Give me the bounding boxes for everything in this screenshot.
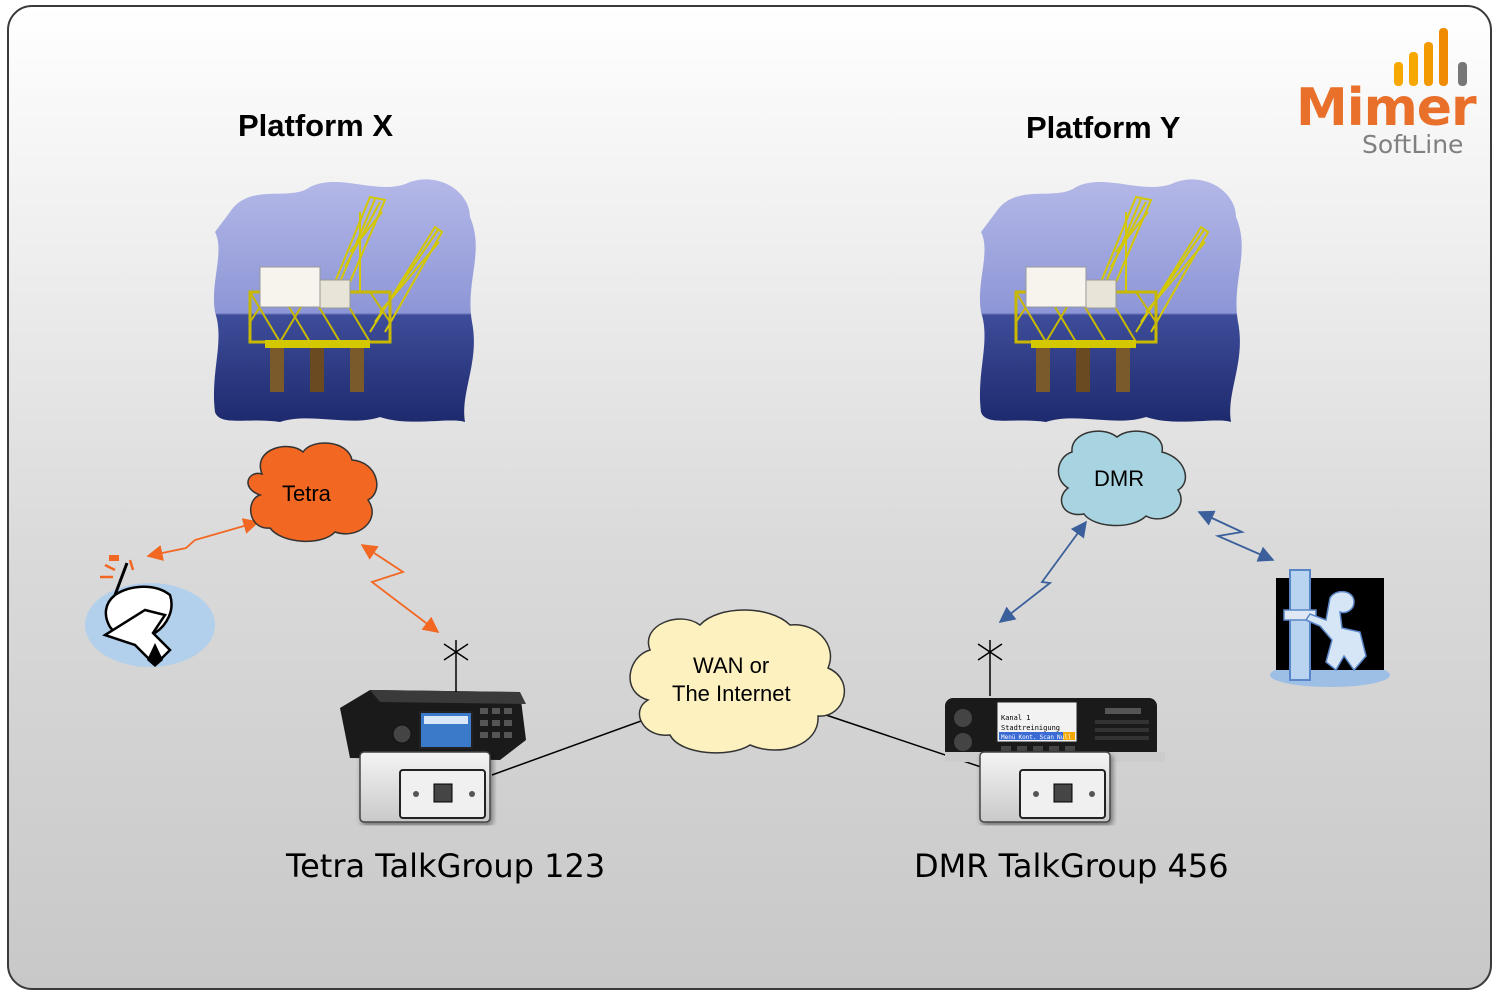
wan-cloud-label-line2: The Internet <box>672 681 791 706</box>
mimer-logo-bars-icon <box>1394 28 1467 86</box>
tetra-cloud <box>247 442 378 543</box>
dmr-talkgroup-label: DMR TalkGroup 456 <box>914 847 1229 885</box>
dmr-radio-display-line1: Kanal 1 <box>1001 714 1031 722</box>
tetra-link-handheld <box>146 518 260 561</box>
offshore-platform-icon <box>978 177 1244 424</box>
wan-cloud-label-line1: WAN or <box>693 653 770 678</box>
dmr-link-radio <box>998 520 1087 623</box>
gateway-box-icon <box>359 751 491 823</box>
antenna-icon <box>443 640 469 692</box>
wan-cloud <box>629 609 846 754</box>
platform-y-title: Platform Y <box>1026 110 1181 145</box>
wan-link-left <box>491 716 653 776</box>
dmr-link-worker <box>1197 510 1275 562</box>
mimer-logo-text: Mimer <box>1296 78 1477 138</box>
dmr-cloud-label: DMR <box>1094 466 1145 491</box>
offshore-platform-icon <box>212 177 478 424</box>
mobile-radio-icon <box>340 690 526 760</box>
tetra-talkgroup-label: Tetra TalkGroup 123 <box>286 847 606 885</box>
dmr-radio-display-line2: Stadtreinigung <box>1001 724 1060 732</box>
softline-logo-text: SoftLine <box>1362 130 1464 159</box>
tetra-cloud-label: Tetra <box>282 481 331 506</box>
tetra-handheld-user-icon <box>85 555 215 667</box>
dmr-cloud <box>1057 430 1187 527</box>
pipe-worker-icon <box>1270 569 1390 687</box>
gateway-box-icon <box>979 751 1111 823</box>
background-panel <box>7 5 1492 990</box>
platform-x-title: Platform X <box>238 108 394 143</box>
tetra-link-radio <box>360 544 440 633</box>
antenna-icon <box>977 640 1003 696</box>
